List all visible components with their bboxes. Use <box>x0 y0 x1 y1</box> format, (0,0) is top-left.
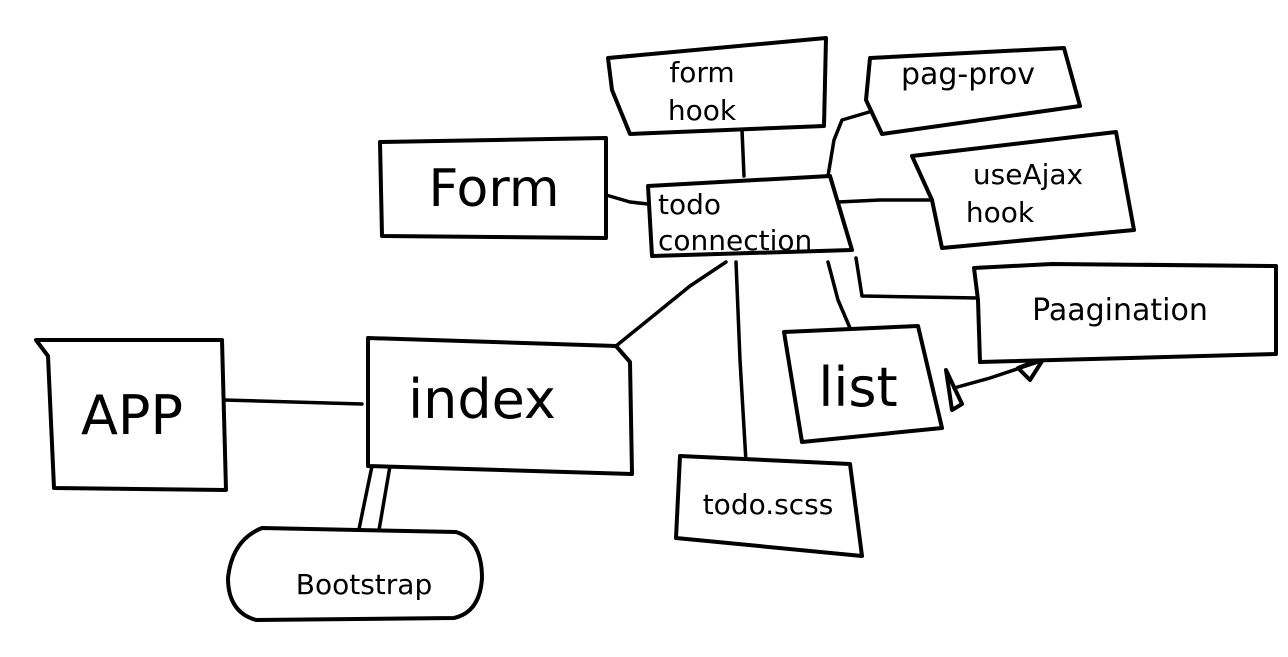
node-list-label: list <box>818 356 897 419</box>
node-list: list <box>782 324 944 444</box>
edge-todo-connection-scss <box>734 260 748 464</box>
edge-todo-connection-useajax <box>836 198 932 204</box>
node-paagination-label: Paagination <box>1032 293 1208 328</box>
edge-todo-connection-pagprov <box>826 108 878 178</box>
node-use-ajax-hook: useAjax hook <box>910 130 1136 250</box>
node-app: APP <box>34 338 228 492</box>
node-form-hook-label-line1: form <box>669 56 734 89</box>
edge-app-index <box>222 398 364 406</box>
edge-todo-connection-list <box>826 260 852 330</box>
node-bootstrap-label: Bootstrap <box>296 568 432 601</box>
node-form-hook-label-line2: hook <box>668 94 737 127</box>
arrowhead-at-paagination <box>1016 356 1046 382</box>
edges <box>222 108 1046 538</box>
node-use-ajax-hook-label-line1: useAjax <box>973 158 1083 191</box>
edge-todo-connection-paagination <box>854 256 980 300</box>
edge-form-todo-connection <box>604 193 650 206</box>
node-paagination: Paagination <box>972 262 1278 364</box>
node-index-label: index <box>408 368 556 431</box>
edge-index-bootstrap-a <box>356 464 374 536</box>
node-form-label: Form <box>429 159 560 219</box>
node-pag-prov-label: pag-prov <box>901 57 1035 92</box>
node-todo-scss: todo.scss <box>674 454 864 558</box>
edge-formhook-todo-connection <box>740 128 746 178</box>
node-todo-connection-label-line1: todo <box>658 188 721 221</box>
node-bootstrap: Bootstrap <box>226 526 484 622</box>
node-index: index <box>366 336 634 476</box>
node-app-label: APP <box>81 384 183 447</box>
node-use-ajax-hook-label-line2: hook <box>966 196 1035 229</box>
edge-index-todo-connection <box>614 260 728 348</box>
node-todo-scss-label: todo.scss <box>703 488 834 521</box>
node-pag-prov: pag-prov <box>864 46 1082 136</box>
node-form-hook: form hook <box>606 36 828 136</box>
node-todo-connection: todo connection <box>646 174 854 258</box>
edge-index-bootstrap-b <box>376 464 392 538</box>
node-todo-connection-label-line2: connection <box>658 224 812 257</box>
arrowhead-at-list <box>944 368 964 412</box>
node-form: Form <box>378 136 608 240</box>
